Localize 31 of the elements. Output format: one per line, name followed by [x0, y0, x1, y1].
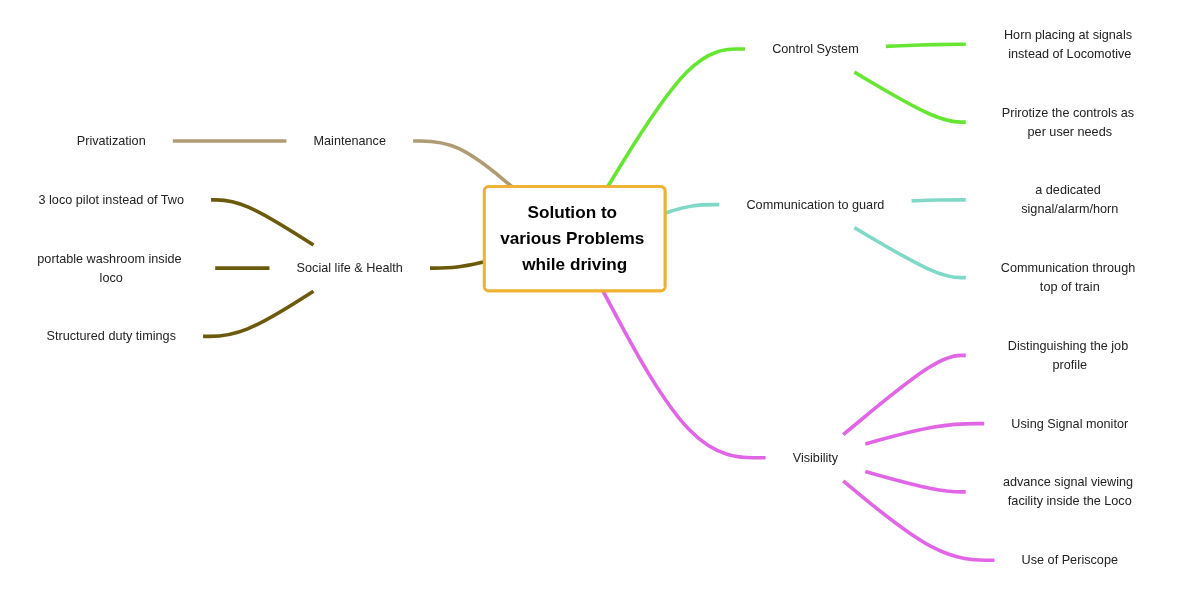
node-text: 3 loco pilot instead of Two — [38, 192, 184, 207]
node-text: advance signal viewing facility inside the Loco — [1002, 474, 1134, 509]
node-text: Privatization — [76, 133, 146, 148]
connector — [842, 353, 966, 437]
connector — [864, 469, 966, 494]
connector — [853, 226, 966, 280]
node-text: Communication through top of train — [1000, 260, 1136, 294]
node-text: Social life & Health — [296, 260, 403, 275]
node-text: Using Signal monitor — [1011, 415, 1129, 431]
connector — [864, 421, 985, 446]
connector — [211, 198, 315, 247]
connector — [853, 70, 966, 124]
node-text: Communication to guard — [746, 196, 885, 212]
node-text: portable washroom inside loco — [37, 250, 182, 285]
node-text: Maintenance — [313, 133, 386, 148]
node-text: Distinguishing the job profile — [1007, 338, 1129, 372]
node-text: Structured duty timings — [46, 328, 176, 344]
connector — [172, 139, 287, 143]
node-text: Visibility — [792, 450, 839, 465]
node-text: Prirotize the controls as per user needs — [1001, 104, 1135, 139]
node-text: a dedicated signal/alarm/horn — [1021, 182, 1119, 217]
connector — [911, 198, 966, 203]
connector — [203, 289, 315, 339]
node-text: Horn placing at signals instead of Locomotive — [1003, 27, 1133, 61]
connector — [601, 290, 766, 460]
node-text: Use of Periscope — [1021, 552, 1118, 567]
connector — [842, 479, 995, 562]
connector — [215, 266, 270, 270]
connector — [885, 42, 966, 49]
node-text: Control System — [772, 41, 859, 56]
connector — [665, 202, 720, 215]
